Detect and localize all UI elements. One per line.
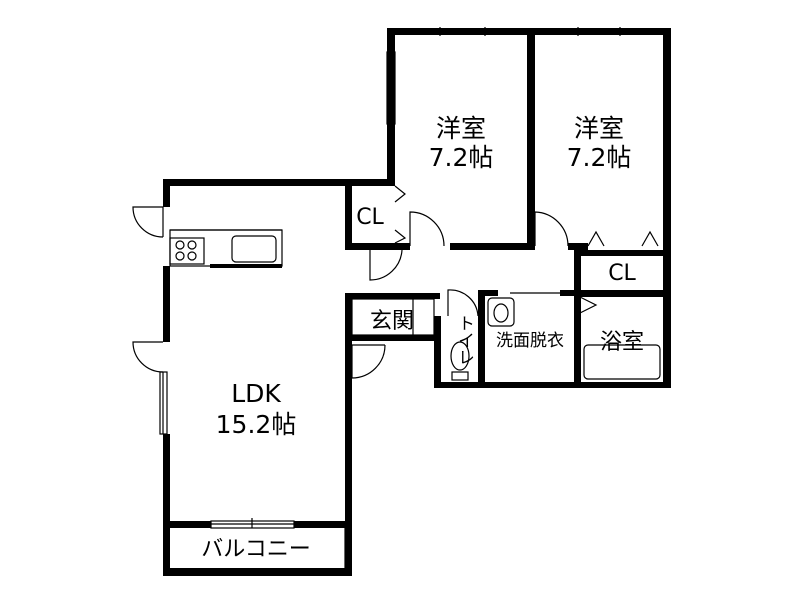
ldk-size-label: 15.2帖 [216, 410, 297, 439]
windows [159, 27, 658, 570]
closet2-label: CL [608, 261, 636, 286]
ldk-name-label: LDK [231, 379, 281, 408]
room1-size-label: 7.2帖 [429, 143, 494, 172]
walls [163, 28, 671, 576]
balcony-label: バルコニー [201, 537, 311, 562]
toilet-label: トイレ [454, 315, 474, 366]
room2-size-label: 7.2帖 [567, 143, 632, 172]
bathroom-label: 浴室 [600, 330, 644, 355]
entrance-label: 玄関 [370, 309, 414, 334]
room1-name-label: 洋室 [436, 114, 486, 143]
doors [132, 185, 659, 379]
labels: 洋室 7.2帖 洋室 7.2帖 CL CL LDK 15.2帖 玄関 トイレ 洗… [201, 114, 644, 562]
fixtures [169, 229, 661, 381]
closet1-label: CL [356, 205, 384, 230]
washroom-label: 洗面脱衣 [496, 331, 564, 351]
room2-name-label: 洋室 [574, 114, 624, 143]
